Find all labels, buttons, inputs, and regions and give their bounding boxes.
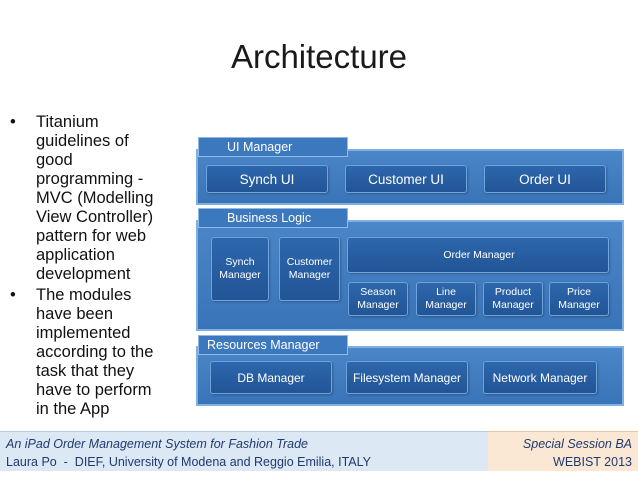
bullet-dot-icon: • xyxy=(10,113,16,131)
network-manager-box: Network Manager xyxy=(483,361,597,394)
filesystem-manager-box: Filesystem Manager xyxy=(346,361,468,394)
footer-left: An iPad Order Management System for Fash… xyxy=(0,431,488,471)
synch-ui-box: Synch UI xyxy=(206,165,328,193)
footer-author: Laura Po - DIEF, University of Modena an… xyxy=(6,455,371,469)
customer-ui-box: Customer UI xyxy=(345,165,467,193)
order-manager-box xyxy=(347,237,609,273)
bullet-dot-icon: • xyxy=(10,286,16,304)
footer-right: Special Session BA WEBIST 2013 xyxy=(488,431,638,471)
slide-title: Architecture xyxy=(230,38,408,75)
footer-title: An iPad Order Management System for Fash… xyxy=(6,437,308,451)
footer-session: Special Session BA xyxy=(522,437,632,451)
ui-manager-tab: UI Manager xyxy=(198,137,348,157)
order-manager-label: Order Manager xyxy=(443,249,515,261)
order-ui-box: Order UI xyxy=(484,165,606,193)
business-logic-tab: Business Logic xyxy=(198,208,348,228)
resources-manager-tab: Resources Manager xyxy=(198,335,348,355)
db-manager-box: DB Manager xyxy=(210,361,332,394)
footer-conference: WEBIST 2013 xyxy=(553,455,632,469)
